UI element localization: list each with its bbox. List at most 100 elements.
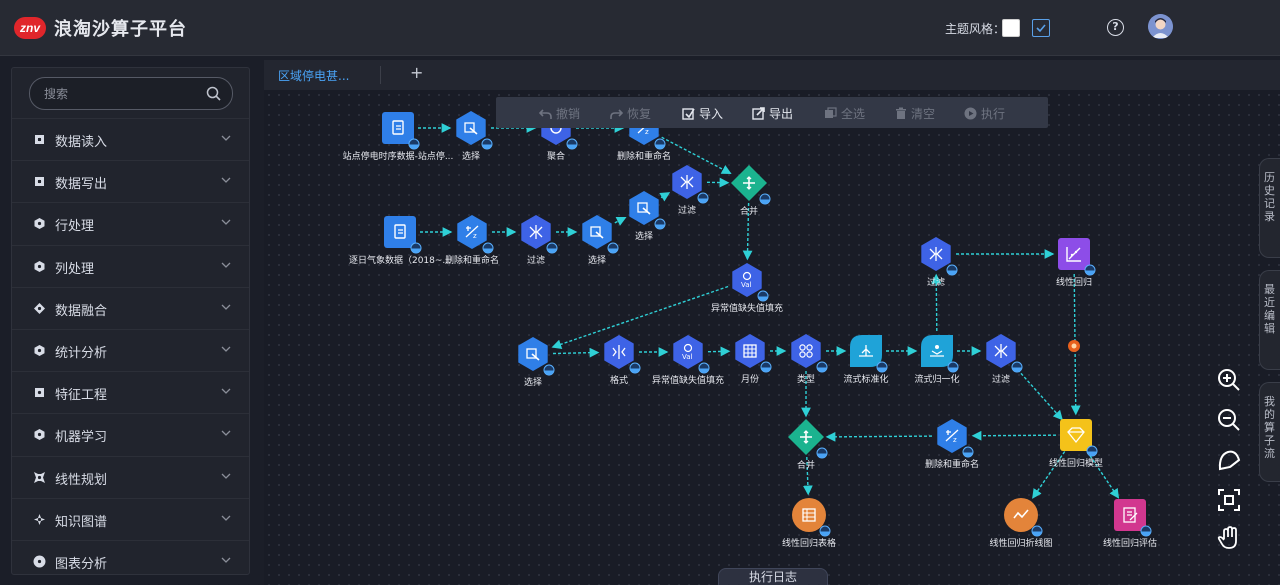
- sidebar-item-0[interactable]: 数据读入: [12, 118, 249, 160]
- flow-node[interactable]: 过滤: [921, 237, 958, 288]
- flow-edge[interactable]: [614, 216, 627, 226]
- chevron-down-icon: [221, 430, 231, 437]
- search-input[interactable]: [44, 85, 194, 103]
- sidebar-item-2[interactable]: 行处理: [12, 202, 249, 244]
- flow-edge[interactable]: [971, 430, 1057, 441]
- flow-edge[interactable]: [825, 431, 933, 442]
- zoom-in-icon[interactable]: [1216, 367, 1242, 393]
- add-tab-button[interactable]: +: [410, 63, 424, 82]
- statistics-icon: [34, 345, 45, 356]
- sidebar-item-4[interactable]: 数据融合: [12, 286, 249, 329]
- flow-node[interactable]: 格式: [604, 335, 641, 386]
- flow-edge[interactable]: [1086, 451, 1120, 499]
- flow-node[interactable]: 选择: [629, 191, 666, 242]
- redo-button[interactable]: 恢复: [610, 105, 651, 122]
- flow-edge[interactable]: [552, 347, 600, 358]
- flow-node[interactable]: 逐日气象数据（2018~...: [349, 216, 451, 266]
- sidebar-item-5[interactable]: 统计分析: [12, 329, 249, 371]
- flow-edge[interactable]: [742, 202, 753, 261]
- flow-edge[interactable]: [661, 136, 732, 174]
- run-button[interactable]: 执行: [964, 105, 1005, 122]
- node-label: 月份: [741, 373, 759, 385]
- flow-node[interactable]: 选择: [582, 215, 619, 266]
- fit-view-icon[interactable]: [1216, 447, 1242, 473]
- recent-edits-panel-tab[interactable]: 最近编辑: [1259, 270, 1280, 370]
- sidebar-item-6[interactable]: 特征工程: [12, 371, 249, 413]
- select-all-button[interactable]: 全选: [824, 105, 865, 122]
- node-label: 合并: [740, 205, 758, 217]
- flow-node[interactable]: 过滤: [986, 334, 1023, 385]
- node-label: 线性回归: [1056, 276, 1092, 288]
- import-icon: [682, 108, 695, 120]
- full-screen-icon[interactable]: [1216, 487, 1242, 513]
- canvas-toolbar: 撤销 恢复 导入 导出 全选 清空 执行: [496, 97, 1048, 128]
- sidebar-item-3[interactable]: 列处理: [12, 244, 249, 287]
- sidebar-item-1[interactable]: 数据写出: [12, 160, 249, 202]
- flow-node[interactable]: 选择: [518, 337, 555, 388]
- file-icon: [394, 224, 406, 239]
- node-label: 异常值缺失值填充: [652, 374, 724, 386]
- flow-edge[interactable]: [551, 285, 729, 349]
- undo-button[interactable]: 撤销: [539, 105, 580, 122]
- flow-node[interactable]: 线性回归表格: [782, 498, 836, 549]
- rename-icon: z: [465, 225, 479, 240]
- search-icon[interactable]: [206, 86, 221, 101]
- question-circle-icon[interactable]: ?: [1107, 19, 1124, 36]
- flow-node[interactable]: 线性回归: [1056, 238, 1096, 288]
- brand-logo: znv: [14, 17, 46, 39]
- import-button[interactable]: 导入: [682, 105, 723, 122]
- theme-dark-option[interactable]: [1032, 19, 1050, 37]
- flow-edge[interactable]: [659, 192, 671, 202]
- sidebar-item-7[interactable]: 机器学习: [12, 413, 249, 455]
- flow-edge[interactable]: [1032, 451, 1066, 499]
- line-chart-icon: [1013, 509, 1029, 519]
- flow-node[interactable]: 月份: [735, 334, 772, 385]
- select-icon: [526, 348, 540, 361]
- flow-node[interactable]: 线性回归模型: [1049, 419, 1103, 469]
- flow-tab-bar: 区域停电甚... +: [264, 60, 1280, 90]
- flow-node[interactable]: 线性回归折线图: [989, 498, 1053, 549]
- sidebar-item-8[interactable]: 线性规划: [12, 455, 249, 498]
- select-icon: [637, 202, 651, 215]
- node-label: 流式标准化: [843, 373, 888, 385]
- node-label: 选择: [524, 376, 542, 388]
- flow-node[interactable]: 线性回归评估: [1103, 499, 1157, 549]
- flow-node[interactable]: 过滤: [521, 215, 558, 266]
- my-flows-tab-label: 我的算子流: [1264, 395, 1275, 460]
- history-panel-tab[interactable]: 历史记录: [1259, 158, 1280, 258]
- data-read-icon: [35, 135, 44, 144]
- flow-node[interactable]: 过滤: [672, 165, 709, 216]
- execution-log-tab[interactable]: 执行日志: [718, 568, 828, 585]
- tab-flow[interactable]: 区域停电甚...: [278, 69, 350, 83]
- sidebar-item-label: 统计分析: [55, 346, 108, 361]
- flow-edge[interactable]: [802, 456, 813, 496]
- flow-node[interactable]: 流式归一化: [914, 335, 960, 385]
- theme-light-option[interactable]: [1002, 19, 1020, 37]
- sidebar-item-label: 数据融合: [55, 303, 108, 319]
- flow-edge[interactable]: [1013, 365, 1063, 421]
- hand-pan-icon[interactable]: [1216, 525, 1242, 551]
- sidebar-item-10[interactable]: 图表分析: [12, 540, 249, 582]
- clear-button[interactable]: 清空: [895, 105, 935, 122]
- node-label: 合并: [797, 459, 815, 471]
- export-button[interactable]: 导出: [752, 105, 793, 122]
- fill-icon: Val: [741, 271, 752, 289]
- node-label: 删除和重命名: [925, 458, 979, 470]
- user-avatar-icon[interactable]: [1148, 14, 1173, 39]
- flow-edge[interactable]: [931, 273, 942, 332]
- my-flows-panel-tab[interactable]: 我的算子流: [1259, 382, 1280, 482]
- redo-icon: [610, 108, 623, 119]
- flow-node[interactable]: 合并: [731, 165, 771, 217]
- flow-node[interactable]: 选择: [456, 111, 493, 162]
- flow-node[interactable]: 合并: [788, 419, 828, 471]
- sidebar-item-9[interactable]: 知识图谱: [12, 497, 249, 540]
- zoom-out-icon[interactable]: [1216, 407, 1242, 433]
- flow-node[interactable]: 流式标准化: [843, 335, 889, 385]
- flow-node[interactable]: 站点停电时序数据-站点停...: [343, 112, 454, 162]
- flow-node[interactable]: 类型: [791, 334, 828, 385]
